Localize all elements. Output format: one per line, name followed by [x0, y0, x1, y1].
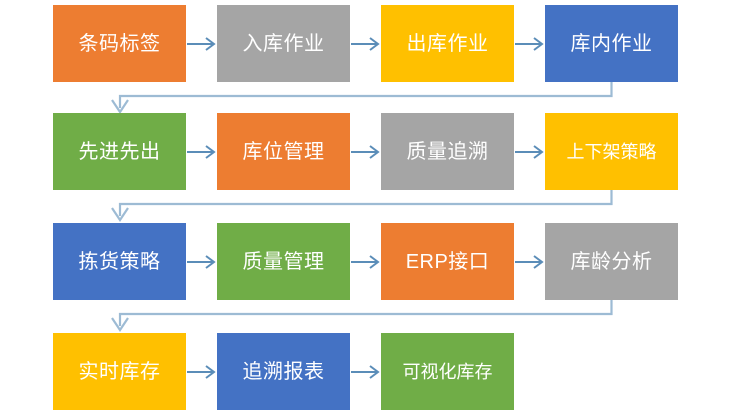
node-row1-col2[interactable]: 入库作业	[217, 5, 350, 82]
node-label: 先进先出	[78, 140, 161, 163]
node-label: 拣货策略	[78, 250, 161, 273]
node-label: 入库作业	[242, 32, 325, 55]
node-label: 出库作业	[406, 32, 489, 55]
flow-row-4: 实时库存 追溯报表 可视化库存	[53, 333, 514, 410]
node-label: 质量管理	[242, 250, 325, 273]
arrow-right-icon	[514, 5, 545, 82]
node-row3-col3[interactable]: ERP接口	[381, 223, 514, 300]
flow-row-3: 拣货策略 质量管理 ERP接口 库龄分析	[53, 223, 678, 300]
node-row4-col1[interactable]: 实时库存	[53, 333, 186, 410]
node-row3-col1[interactable]: 拣货策略	[53, 223, 186, 300]
node-label: 上下架策略	[566, 141, 657, 162]
node-row2-col2[interactable]: 库位管理	[217, 113, 350, 190]
node-row3-col4[interactable]: 库龄分析	[545, 223, 678, 300]
node-label: 质量追溯	[406, 140, 489, 163]
node-row1-col4[interactable]: 库内作业	[545, 5, 678, 82]
arrow-right-icon	[186, 113, 217, 190]
connector-elbow-down-icon-row1-row2	[111, 82, 613, 114]
arrow-right-icon	[350, 223, 381, 300]
arrow-right-icon	[350, 113, 381, 190]
node-row3-col2[interactable]: 质量管理	[217, 223, 350, 300]
arrow-right-icon	[186, 333, 217, 410]
node-label: 库龄分析	[570, 250, 653, 273]
node-row4-col2[interactable]: 追溯报表	[217, 333, 350, 410]
node-row2-col4[interactable]: 上下架策略	[545, 113, 678, 190]
connector-elbow-down-icon-row3-row4	[111, 300, 613, 332]
node-row2-col1[interactable]: 先进先出	[53, 113, 186, 190]
flow-row-1: 条码标签 入库作业 出库作业 库内作业	[53, 5, 678, 82]
flow-row-2: 先进先出 库位管理 质量追溯 上下架策略	[53, 113, 678, 190]
node-label: 可视化库存	[402, 361, 493, 382]
arrow-right-icon	[350, 333, 381, 410]
connector-elbow-down-icon-row2-row3	[111, 190, 613, 222]
node-label: 条码标签	[78, 32, 161, 55]
arrow-right-icon	[350, 5, 381, 82]
arrow-right-icon	[186, 223, 217, 300]
node-label: 库内作业	[570, 32, 653, 55]
node-row1-col1[interactable]: 条码标签	[53, 5, 186, 82]
node-label: ERP接口	[405, 250, 490, 273]
arrow-right-icon	[514, 113, 545, 190]
node-row1-col3[interactable]: 出库作业	[381, 5, 514, 82]
node-label: 库位管理	[242, 140, 325, 163]
node-row2-col3[interactable]: 质量追溯	[381, 113, 514, 190]
arrow-right-icon	[186, 5, 217, 82]
arrow-right-icon	[514, 223, 545, 300]
node-label: 追溯报表	[242, 360, 325, 383]
node-label: 实时库存	[78, 360, 161, 383]
node-row4-col3[interactable]: 可视化库存	[381, 333, 514, 410]
